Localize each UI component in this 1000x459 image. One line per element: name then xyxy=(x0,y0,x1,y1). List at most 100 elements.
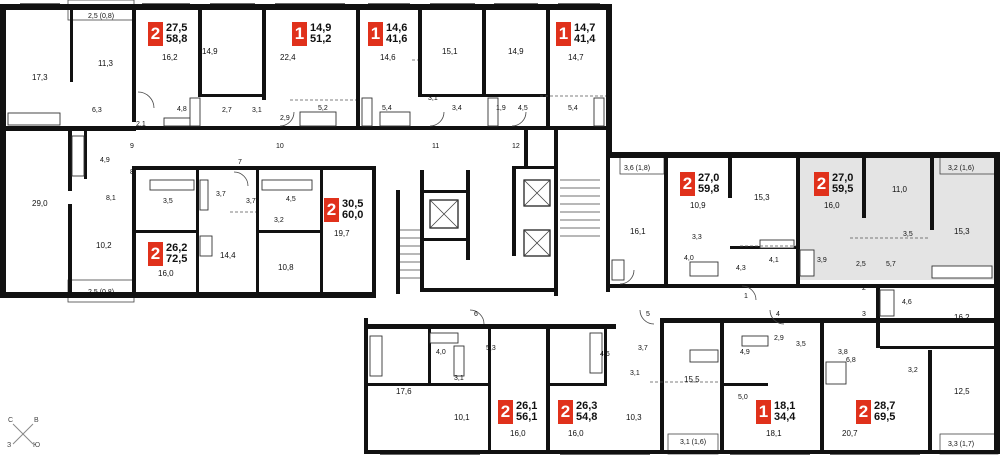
door-number: 3 xyxy=(862,311,866,318)
area-label: 16,2 xyxy=(162,53,178,62)
living-area: 26,2 xyxy=(166,242,188,254)
area-label: 5,3 xyxy=(486,345,496,352)
area-label: 3,1 xyxy=(252,107,262,114)
room-count: 2 xyxy=(814,172,829,196)
area-label: 5,4 xyxy=(568,105,578,112)
area-label: 15,3 xyxy=(954,227,970,236)
total-area: 58,8 xyxy=(166,33,188,45)
area-label: 6,8 xyxy=(846,357,856,364)
area-label: 3,1 xyxy=(428,95,438,102)
total-area: 59,5 xyxy=(832,183,854,195)
area-label: 4,6 xyxy=(902,299,912,306)
room-count: 1 xyxy=(556,22,571,46)
total-area: 72,5 xyxy=(166,253,188,265)
room-count: 1 xyxy=(292,22,307,46)
area-label: 14,9 xyxy=(202,47,218,56)
door-number: 9 xyxy=(130,143,134,150)
area-label: 3,3 (1,7) xyxy=(948,441,974,448)
area-label: 11,0 xyxy=(892,185,908,194)
living-area: 26,3 xyxy=(576,400,598,412)
area-label: 3,7 xyxy=(246,198,256,205)
compass: С В З Ю xyxy=(3,414,43,454)
compass-west: З xyxy=(7,442,12,449)
area-label: 3,5 xyxy=(163,198,173,205)
area-label: 12,5 xyxy=(954,387,970,396)
area-label: 17,3 xyxy=(32,73,48,82)
area-label: 10,9 xyxy=(690,201,706,210)
compass-icon xyxy=(12,423,34,445)
living-area: 14,7 xyxy=(574,22,596,34)
door-number: 4 xyxy=(776,311,780,318)
door-number: 1 xyxy=(744,293,748,300)
door-numbers: 7 8 9 10 11 12 1 2 3 4 5 6 xyxy=(130,143,866,318)
area-label: 4,0 xyxy=(684,255,694,262)
area-label: 14,6 xyxy=(380,53,396,62)
area-label: 2,5 xyxy=(856,261,866,268)
elevator-shafts xyxy=(429,179,551,257)
door-number: 2 xyxy=(862,285,866,292)
area-label: 10,3 xyxy=(626,413,642,422)
window-ticks xyxy=(0,3,1000,455)
area-label: 4,6 xyxy=(600,351,610,358)
door-swings xyxy=(137,91,785,325)
area-label: 18,1 xyxy=(766,429,782,438)
living-area: 18,1 xyxy=(774,400,796,412)
total-area: 60,0 xyxy=(342,209,364,221)
stairs xyxy=(400,179,600,279)
area-label: 14,9 xyxy=(508,47,524,56)
door-number: 10 xyxy=(276,143,284,150)
area-label: 4,0 xyxy=(436,349,446,356)
area-label: 4,5 xyxy=(286,196,296,203)
area-label: 16,0 xyxy=(568,429,584,438)
area-label: 16,0 xyxy=(158,269,174,278)
dashed-zones xyxy=(230,59,930,383)
room-count: 2 xyxy=(148,242,163,266)
living-area: 14,9 xyxy=(310,22,332,34)
area-label: 5,7 xyxy=(886,261,896,268)
area-label: 3,2 xyxy=(274,217,284,224)
area-label: 10,8 xyxy=(278,263,294,272)
living-area: 30,5 xyxy=(342,198,364,210)
area-label: 20,7 xyxy=(842,429,858,438)
living-area: 14,6 xyxy=(386,22,408,34)
area-label: 3,3 xyxy=(692,234,702,241)
area-label: 3,7 xyxy=(638,345,648,352)
area-label: 4,1 xyxy=(769,257,779,264)
area-label: 29,0 xyxy=(32,199,48,208)
room-count: 2 xyxy=(498,400,513,424)
area-label: 10,1 xyxy=(454,413,470,422)
area-label: 16,0 xyxy=(510,429,526,438)
compass-south: Ю xyxy=(33,442,41,449)
total-area: 56,1 xyxy=(516,411,538,423)
total-area: 54,8 xyxy=(576,411,598,423)
area-label: 5,2 xyxy=(318,105,328,112)
area-label: 3,9 xyxy=(817,257,827,264)
area-label: 8,1 xyxy=(106,195,116,202)
area-label: 2,1 xyxy=(136,121,146,128)
area-label: 4,5 xyxy=(518,105,528,112)
living-area: 27,0 xyxy=(832,172,854,184)
area-label: 14,7 xyxy=(568,53,584,62)
total-area: 59,8 xyxy=(698,183,720,195)
area-label: 19,7 xyxy=(334,229,350,238)
area-label: 3,2 (1,6) xyxy=(948,165,974,172)
living-area: 27,0 xyxy=(698,172,720,184)
area-label: 11,3 xyxy=(98,59,114,68)
area-label: 4,3 xyxy=(736,265,746,272)
total-area: 51,2 xyxy=(310,33,332,45)
apartment-highlight xyxy=(798,156,996,280)
area-label: 3,1 xyxy=(630,370,640,377)
